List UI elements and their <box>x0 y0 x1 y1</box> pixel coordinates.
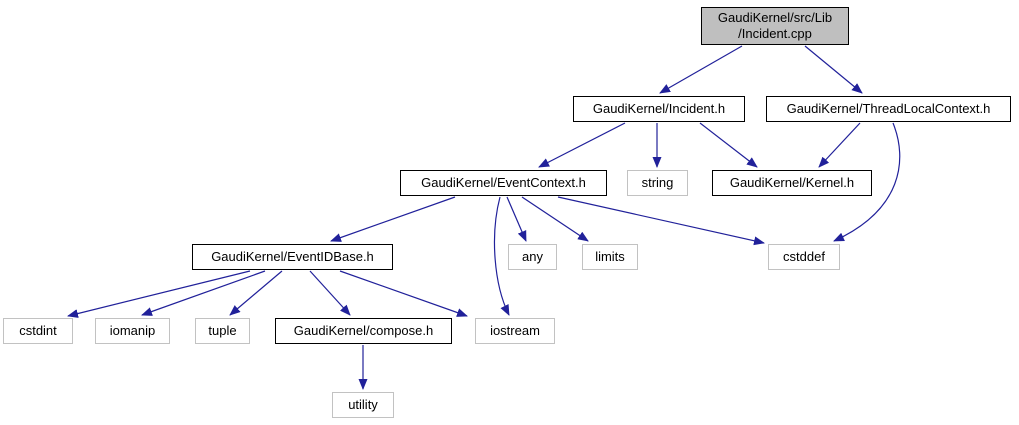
edge-eventcontext_h-to-any <box>506 196 527 242</box>
graph-node-iostream: iostream <box>475 318 555 344</box>
graph-node-label: iomanip <box>109 322 156 338</box>
graph-node-label: string <box>641 174 674 190</box>
graph-node-iomanip: iomanip <box>95 318 170 344</box>
graph-node-label: cstdint <box>19 322 57 338</box>
edge-incident_cpp-to-incident_h <box>659 45 743 94</box>
graph-node-label: GaudiKernel/EventIDBase.h <box>211 248 374 264</box>
edge-eventidbase_h-to-tuple <box>229 270 283 316</box>
graph-node-label: GaudiKernel/ThreadLocalContext.h <box>786 100 991 116</box>
edge-eventcontext_h-to-iostream <box>493 196 510 316</box>
graph-node-incident_h[interactable]: GaudiKernel/Incident.h <box>573 96 745 122</box>
graph-node-label: any <box>522 248 543 264</box>
edge-threadlocal_h-to-kernel_h <box>818 122 861 168</box>
edge-incident_h-to-kernel_h <box>699 122 758 168</box>
graph-node-label: limits <box>595 248 625 264</box>
edge-eventidbase_h-to-iostream <box>339 270 468 317</box>
graph-node-label: GaudiKernel/Incident.h <box>592 100 726 116</box>
graph-node-incident_cpp: GaudiKernel/src/Lib/Incident.cpp <box>701 7 849 45</box>
graph-node-label: iostream <box>490 322 540 338</box>
edge-eventcontext_h-to-cstddef <box>557 196 765 246</box>
edge-eventidbase_h-to-cstdint <box>67 270 251 318</box>
graph-node-cstddef: cstddef <box>768 244 840 270</box>
edge-incident_cpp-to-threadlocal_h <box>804 45 863 94</box>
graph-node-eventcontext_h[interactable]: GaudiKernel/EventContext.h <box>400 170 607 196</box>
graph-node-kernel_h[interactable]: GaudiKernel/Kernel.h <box>712 170 872 196</box>
graph-node-string: string <box>627 170 688 196</box>
edge-eventidbase_h-to-iomanip <box>141 270 266 316</box>
graph-node-compose_h[interactable]: GaudiKernel/compose.h <box>275 318 452 344</box>
graph-node-utility: utility <box>332 392 394 418</box>
graph-node-threadlocal_h[interactable]: GaudiKernel/ThreadLocalContext.h <box>766 96 1011 122</box>
graph-node-eventidbase_h[interactable]: GaudiKernel/EventIDBase.h <box>192 244 393 270</box>
graph-node-limits: limits <box>582 244 638 270</box>
graph-node-label: GaudiKernel/EventContext.h <box>421 174 586 190</box>
graph-node-cstdint: cstdint <box>3 318 73 344</box>
graph-node-label: cstddef <box>783 248 825 264</box>
graph-node-label: utility <box>348 396 378 412</box>
graph-node-label: GaudiKernel/Kernel.h <box>729 174 855 190</box>
edge-incident_h-to-eventcontext_h <box>538 122 626 168</box>
graph-node-label: tuple <box>208 322 237 338</box>
graph-node-label: /Incident.cpp <box>738 26 812 41</box>
edge-eventcontext_h-to-eventidbase_h <box>330 196 456 242</box>
edge-eventcontext_h-to-limits <box>521 196 589 242</box>
graph-node-tuple: tuple <box>195 318 250 344</box>
edge-eventidbase_h-to-compose_h <box>309 270 351 316</box>
graph-node-label: GaudiKernel/src/Lib <box>717 9 833 25</box>
graph-node-label: GaudiKernel/compose.h <box>293 322 434 338</box>
graph-node-any: any <box>508 244 557 270</box>
